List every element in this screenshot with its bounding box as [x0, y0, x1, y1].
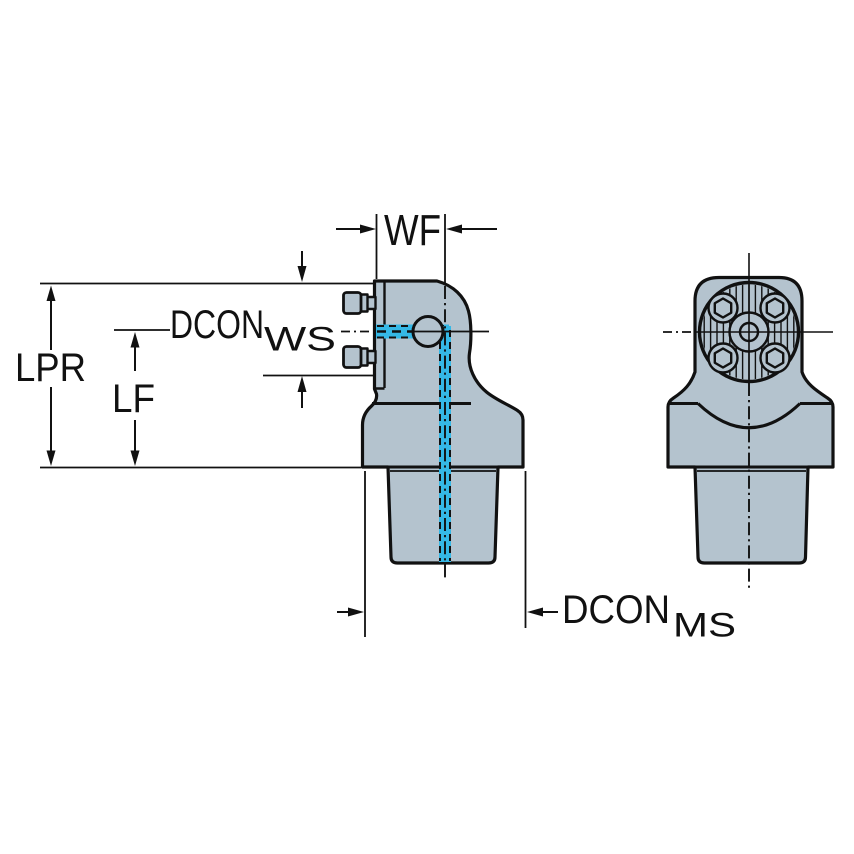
wf-label: WF	[384, 206, 441, 255]
dimension-lpr: LPR	[15, 285, 361, 469]
clamp-screw-top	[342, 291, 377, 315]
bolt-hole-bottom-left	[707, 342, 739, 374]
dcon-ms-label: DCONMS	[562, 588, 736, 645]
dcon-ws-label: DCONWS	[170, 303, 336, 359]
neck-skirt-arc	[696, 402, 802, 430]
dimension-wf: WF	[336, 206, 497, 279]
dimension-lf: LF	[112, 329, 170, 466]
bolt-hole-top-right	[759, 292, 791, 324]
lpr-label: LPR	[15, 346, 86, 390]
clamp-screw-bottom	[342, 345, 377, 369]
end-view	[663, 253, 835, 588]
bolt-hole-top-left	[707, 292, 739, 324]
dimension-dcon-ms: DCONMS	[337, 471, 736, 645]
lf-label: LF	[112, 377, 155, 421]
side-view	[342, 214, 525, 581]
dimension-dcon-ws: DCONWS	[40, 251, 376, 408]
bolt-hole-bottom-right	[759, 342, 791, 374]
